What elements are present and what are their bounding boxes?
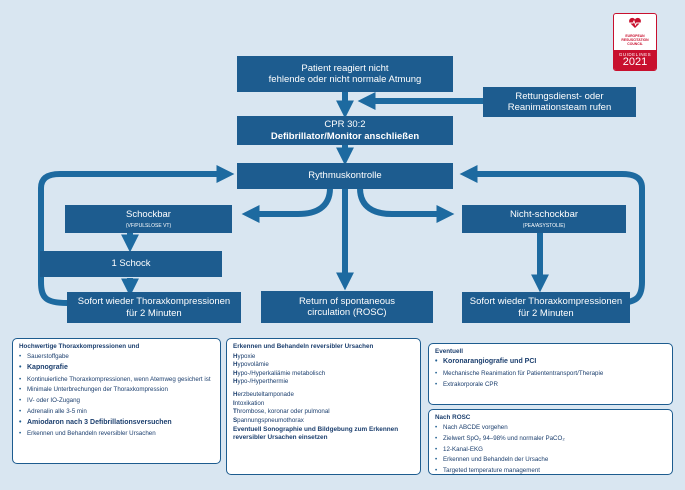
- list-item: Targeted temperature management: [435, 467, 666, 475]
- cpr-defibrillator: Defibrillator/Monitor anschließen: [270, 130, 420, 142]
- patient-unresponsive-box: Patient reagiert nicht fehlende oder nic…: [237, 56, 453, 92]
- resume-right-line-2: für 2 Minuten: [518, 307, 574, 319]
- guidelines-banner: GUIDELINES 2021: [614, 50, 656, 70]
- cause-item: Hypoxie: [233, 353, 256, 360]
- resume-right-line-1: Sofort wieder Thoraxkompressionen: [469, 296, 623, 308]
- erc-name-line-3: COUNCIL: [627, 41, 643, 46]
- list-item: Minimale Unterbrechungen der Thoraxkompr…: [19, 386, 214, 394]
- panel-reversible-causes: Erkennen und Behandeln reversibler Ursac…: [226, 338, 421, 475]
- erc-heart-icon: [629, 17, 641, 28]
- erc-name-line-2: RESUSCITATION: [621, 37, 649, 42]
- cause-item: Hypovolämie: [233, 361, 269, 369]
- cause-item: Thrombose, koronar oder pulmonal: [233, 408, 330, 416]
- shockable-subtitle: (VF/PULSLOSE VT): [125, 222, 172, 229]
- panel-after-rosc: Nach ROSC Nach ABCDE vorgehen Zielwert S…: [428, 409, 673, 475]
- patient-line-2: fehlende oder nicht normale Atmung: [268, 74, 422, 85]
- loop-left-back-to-rhythm: [38, 165, 235, 306]
- cause-item: Intoxikation: [233, 399, 265, 407]
- panel-rosc-title: Nach ROSC: [435, 414, 471, 421]
- resume-compressions-right-box: Sofort wieder Thoraxkompressionen für 2 …: [462, 292, 630, 323]
- cause-item: Spannungspneumothorax: [233, 416, 304, 424]
- call-team-box: Rettungsdienst- oder Reanimationsteam ru…: [483, 87, 636, 117]
- panel-eventuell-title: Eventuell: [435, 348, 463, 355]
- resume-left-line-1: Sofort wieder Thoraxkompressionen: [77, 296, 231, 308]
- cause-item: Herzbeuteltamponade: [233, 391, 294, 399]
- panel-rosc-list: Nach ABCDE vorgehen Zielwert SpO₂ 94–98%…: [435, 424, 666, 475]
- list-item: Zielwert SpO₂ 94–98% und normaler PaCO₂: [435, 435, 666, 443]
- list-item: Kapnografie: [19, 364, 214, 373]
- panel-eventuell: Eventuell Koronarangiografie und PCI Mec…: [428, 343, 673, 405]
- panel-eventuell-list: Koronarangiografie und PCI Mechanische R…: [435, 358, 666, 388]
- patient-line-1: Patient reagiert nicht: [301, 62, 389, 74]
- rhythm-check-label: Rythmuskontrolle: [308, 170, 382, 182]
- call-line-1: Rettungsdienst- oder: [515, 90, 604, 102]
- nonshockable-box: Nicht-schockbar (PEA/ASYSTOLIE): [462, 205, 626, 233]
- guidelines-year: 2021: [622, 56, 648, 68]
- t-causes-list: Herzbeuteltamponade Intoxikation Thrombo…: [233, 391, 414, 424]
- list-item: Erkennen und Behandeln reversibler Ursac…: [19, 430, 214, 438]
- imaging-note: Eventuell Sonographie und Bildgebung zum…: [233, 425, 399, 442]
- cpr-box: CPR 30:2 Defibrillator/Monitor anschließ…: [237, 116, 453, 145]
- list-item: Amiodaron nach 3 Defibrillationsversuche…: [19, 419, 214, 428]
- rosc-line-1: Return of spontaneous: [298, 295, 396, 307]
- rosc-line-2: circulation (ROSC): [307, 307, 387, 318]
- panel-left-list: Sauerstoffgabe Kapnografie Kontinuierlic…: [19, 353, 214, 438]
- arrow-rhythm-to-shockable: [241, 187, 333, 223]
- list-item: Erkennen und Behandeln der Ursache: [435, 456, 666, 464]
- one-shock-label: 1 Schock: [111, 258, 151, 270]
- list-item: Mechanische Reanimation für Patiententra…: [435, 370, 666, 378]
- list-item: Kontinuierliche Thoraxkompressionen, wen…: [19, 376, 214, 384]
- rosc-box: Return of spontaneous circulation (ROSC): [261, 291, 433, 323]
- list-item: Nach ABCDE vorgehen: [435, 424, 666, 432]
- nonshockable-title: Nicht-schockbar: [509, 209, 579, 221]
- list-item: Koronarangiografie und PCI: [435, 358, 666, 367]
- cause-item: Hypo-/Hyperthermie: [233, 378, 289, 386]
- cpr-ratio: CPR 30:2: [324, 119, 366, 131]
- shockable-title: Schockbar: [126, 209, 171, 221]
- list-item: Sauerstoffgabe: [19, 353, 214, 361]
- panel-mid-title: Erkennen und Behandeln reversibler Ursac…: [233, 343, 374, 350]
- resume-compressions-left-box: Sofort wieder Thoraxkompressionen für 2 …: [67, 292, 241, 323]
- list-item: IV- oder IO-Zugang: [19, 397, 214, 405]
- list-item: Extrakorporale CPR: [435, 381, 666, 389]
- resume-left-line-2: für 2 Minuten: [126, 307, 182, 319]
- erc-name-line-1: EUROPEAN: [625, 34, 645, 38]
- list-item: 12-Kanal-EKG: [435, 446, 666, 454]
- nonshockable-subtitle: (PEA/ASYSTOLIE): [522, 222, 566, 229]
- arrow-rhythm-to-nonshockable: [357, 187, 455, 223]
- shockable-box: Schockbar (VF/PULSLOSE VT): [65, 205, 232, 233]
- rhythm-check-box: Rythmuskontrolle: [237, 163, 453, 189]
- one-shock-box: 1 Schock: [40, 251, 222, 277]
- call-line-2: Reanimationsteam rufen: [507, 102, 612, 113]
- guidelines-label: GUIDELINES: [618, 52, 652, 57]
- panel-left-title: Hochwertige Thoraxkompressionen und: [19, 343, 140, 350]
- loop-right-back-to-rhythm: [459, 165, 645, 306]
- panel-high-quality-compressions: Hochwertige Thoraxkompressionen und Saue…: [12, 338, 221, 464]
- cause-item: Hypo-/Hyperkaliämie metabolisch: [233, 369, 326, 377]
- erc-logo: EUROPEAN RESUSCITATION COUNCIL GUIDELINE…: [613, 13, 657, 71]
- list-item: Adrenalin alle 3-5 min: [19, 408, 214, 416]
- h-causes-list: Hypoxie Hypovolämie Hypo-/Hyperkaliämie …: [233, 353, 414, 386]
